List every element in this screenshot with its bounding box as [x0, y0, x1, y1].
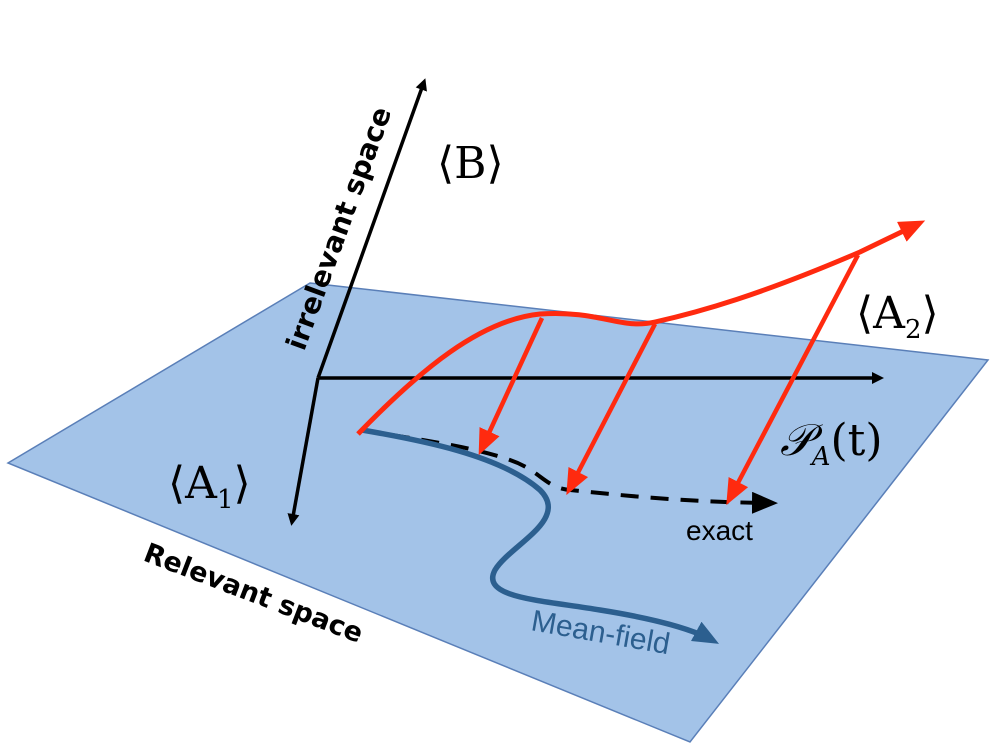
- projection-arrow-1: [478, 317, 545, 456]
- projection-arrow-2: [566, 322, 657, 496]
- exact-label: exact: [686, 515, 753, 546]
- projection-arrow-3: [726, 253, 860, 506]
- B-axis: [316, 78, 427, 379]
- projection-operator-label: 𝒫A(t): [780, 415, 883, 472]
- relevant-plane: [6, 282, 990, 743]
- A2-axis-label: ⟨A2⟩: [856, 288, 939, 345]
- A1-axis: [287, 377, 320, 526]
- full-trajectory: [356, 220, 926, 436]
- A1-axis-label: ⟨A1⟩: [168, 458, 251, 515]
- mean-field-trajectory: [361, 427, 720, 644]
- B-axis-label: ⟨B⟩: [437, 138, 504, 189]
